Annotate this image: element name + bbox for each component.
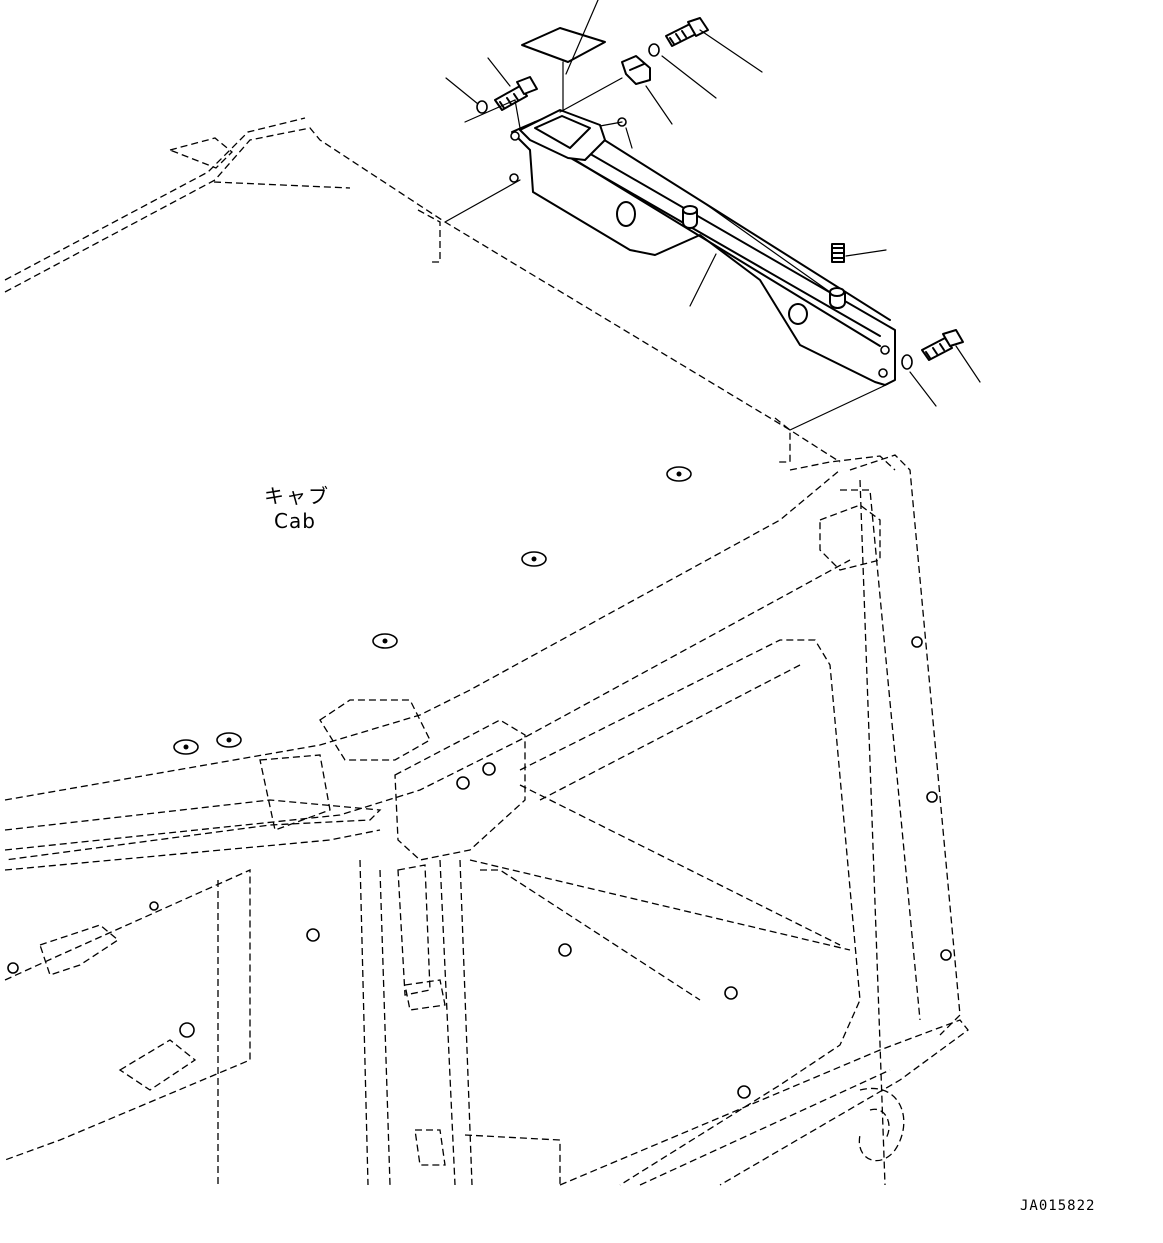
roof-washers	[173, 466, 692, 755]
cab-frame	[4, 454, 969, 1186]
clip-part	[621, 55, 651, 85]
bolt-top-left	[476, 76, 538, 114]
bolt-right	[901, 329, 964, 370]
cab-roof-outline	[4, 117, 896, 471]
cab-label-jp: キャブ	[264, 484, 330, 508]
cab-label-en: Cab	[274, 509, 316, 533]
bracket-assembly	[509, 109, 896, 386]
frame-holes	[7, 636, 952, 1099]
leader-lines	[445, 0, 981, 407]
stud-bolt	[831, 243, 845, 263]
drawing-number: JA015822	[1020, 1198, 1095, 1214]
pad-part	[521, 27, 606, 63]
assembly-chain-lines	[444, 61, 889, 431]
bolt-top-right	[648, 17, 709, 57]
